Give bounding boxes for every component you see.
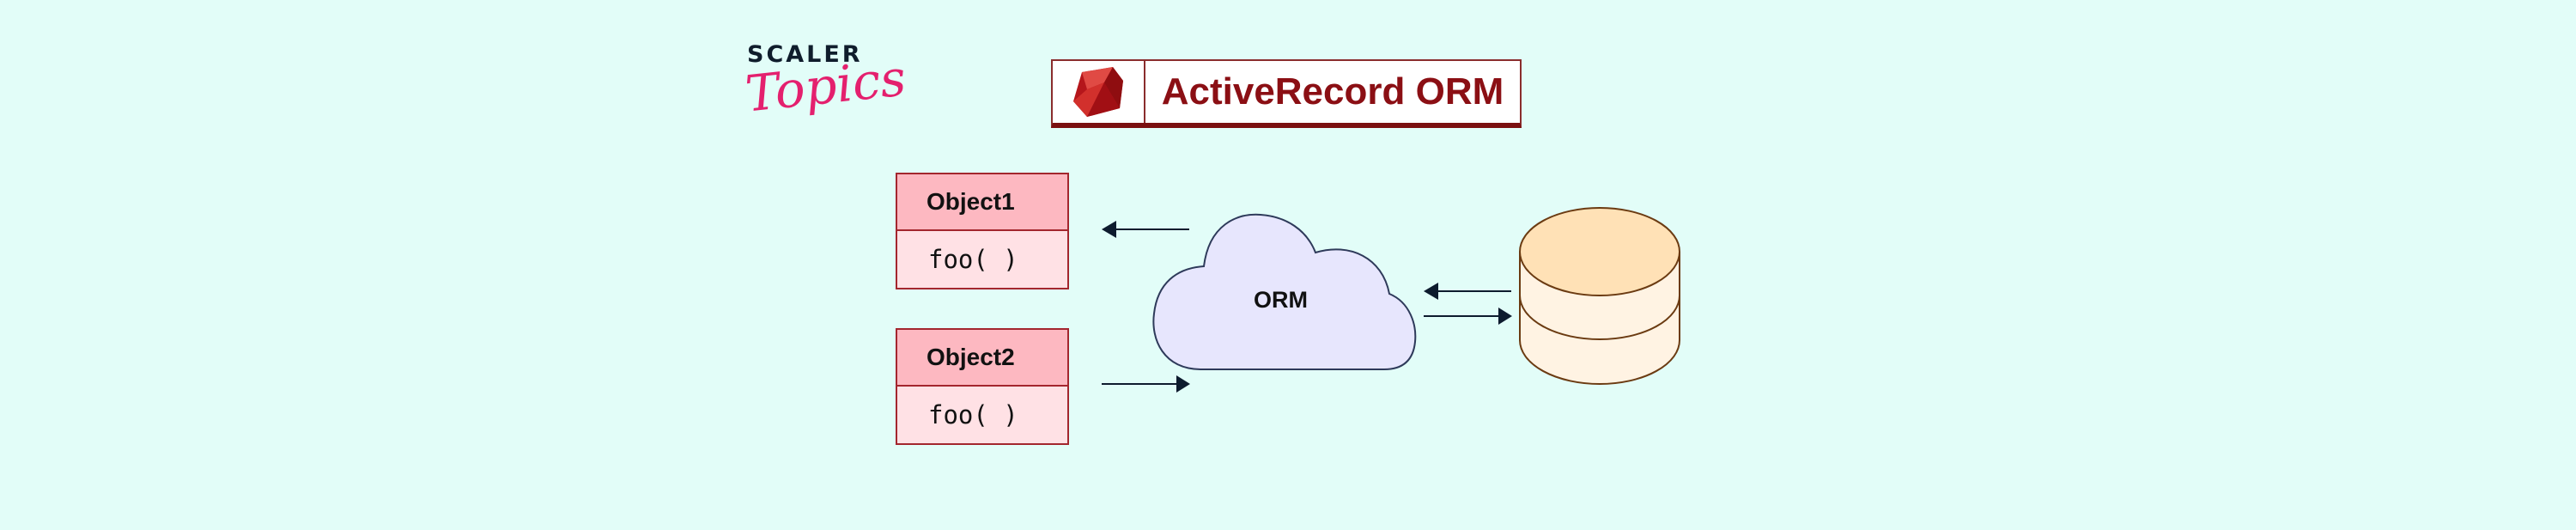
logo-scaler-text: SCALER bbox=[747, 41, 863, 68]
object2-name: Object2 bbox=[897, 330, 1067, 387]
arrow-object2-to-orm bbox=[1102, 375, 1190, 393]
object2-box: Object2 foo( ) bbox=[896, 328, 1069, 445]
title-banner: ActiveRecord ORM bbox=[1051, 59, 1522, 128]
arrow-orm-to-db bbox=[1424, 308, 1512, 325]
object1-method: foo( ) bbox=[897, 231, 1067, 288]
page-title: ActiveRecord ORM bbox=[1161, 70, 1504, 113]
orm-label: ORM bbox=[1254, 287, 1308, 313]
cloud-icon bbox=[1152, 213, 1417, 370]
database-icon bbox=[1519, 207, 1680, 385]
arrow-db-to-orm bbox=[1424, 283, 1511, 300]
ruby-icon-cell bbox=[1053, 61, 1145, 123]
object1-box: Object1 foo( ) bbox=[896, 173, 1069, 289]
arrow-orm-to-object1 bbox=[1102, 221, 1189, 238]
object2-method: foo( ) bbox=[897, 387, 1067, 443]
object1-name: Object1 bbox=[897, 174, 1067, 231]
ruby-icon bbox=[1073, 67, 1123, 117]
